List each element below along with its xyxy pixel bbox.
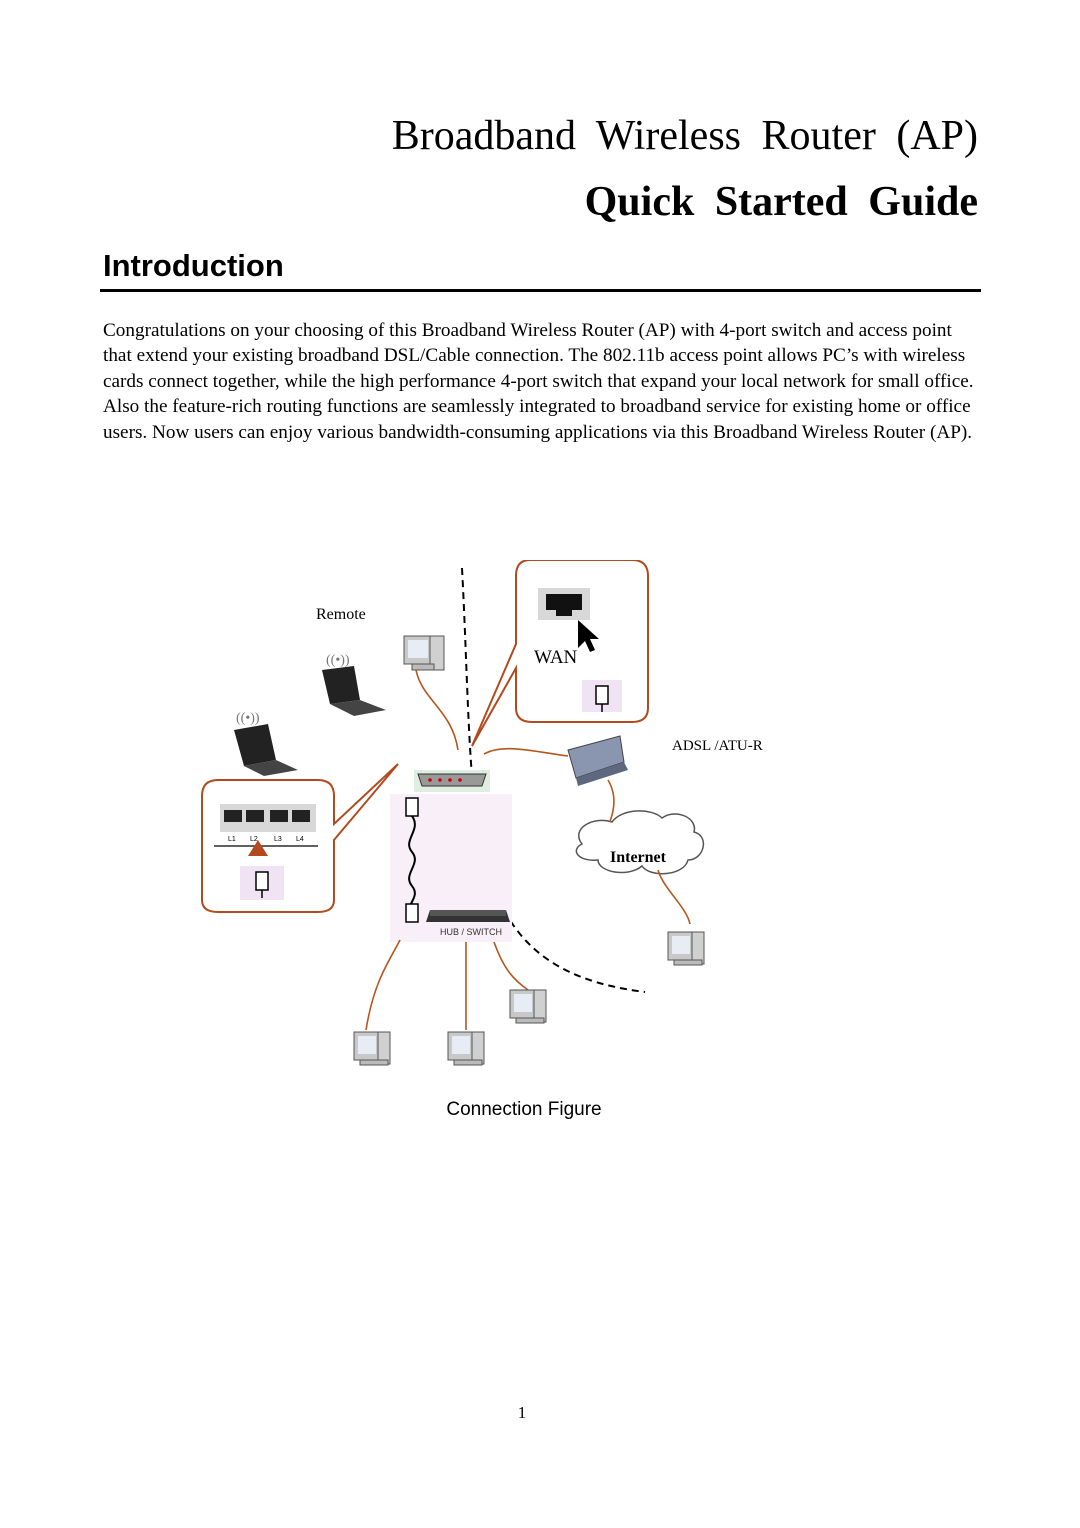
connection-lines xyxy=(365,669,691,1031)
up-arrow-icon xyxy=(248,840,268,856)
coiled-cable xyxy=(408,815,416,917)
wan-plug-icon xyxy=(582,680,622,712)
lan-pc-icon xyxy=(447,1031,485,1066)
port-label: L4 xyxy=(296,836,304,843)
svg-text:((•)): ((•)) xyxy=(236,711,260,726)
internet-label: Internet xyxy=(610,849,667,866)
document-subtitle: Quick Started Guide xyxy=(584,179,978,225)
remote-pc-icon xyxy=(403,635,445,671)
lan-plug-icon xyxy=(240,866,284,900)
adsl-modem-icon xyxy=(567,735,628,786)
hub-switch-icon xyxy=(426,910,510,922)
figure-caption: Connection Figure xyxy=(446,1099,602,1120)
heading-rule xyxy=(100,289,981,292)
connection-diagram: WAN Remote ((•)) ((•)) xyxy=(201,560,763,1066)
port-label: L3 xyxy=(274,836,282,843)
lan-ports-icon xyxy=(214,804,318,847)
lan-pc-icon xyxy=(509,989,547,1024)
remote-label: Remote xyxy=(316,606,366,623)
svg-text:((•)): ((•)) xyxy=(326,653,350,668)
cable-plug-icon xyxy=(405,903,419,923)
section-heading: Introduction xyxy=(103,248,284,283)
laptop-icon: ((•)) xyxy=(322,653,386,716)
port-label: L1 xyxy=(228,836,236,843)
cursor-icon xyxy=(578,620,599,652)
adsl-label: ADSL /ATU-R xyxy=(672,738,763,754)
router-icon xyxy=(414,770,490,792)
port-label: L2 xyxy=(250,836,258,843)
document-title: Broadband Wireless Router (AP) xyxy=(391,113,978,159)
hub-switch-label: HUB / SWITCH xyxy=(440,927,502,937)
internet-cloud xyxy=(575,810,705,875)
page-number: 1 xyxy=(517,1403,527,1422)
lan-pc-icon xyxy=(353,1031,391,1066)
intro-paragraph: Congratulations on your choosing of this… xyxy=(103,320,974,443)
laptop-icon: ((•)) xyxy=(234,711,298,776)
internet-pc-icon xyxy=(667,931,705,966)
boundary-dashed-curve xyxy=(461,567,646,993)
wan-label: WAN xyxy=(534,647,578,668)
cable-plug-icon xyxy=(405,797,419,817)
